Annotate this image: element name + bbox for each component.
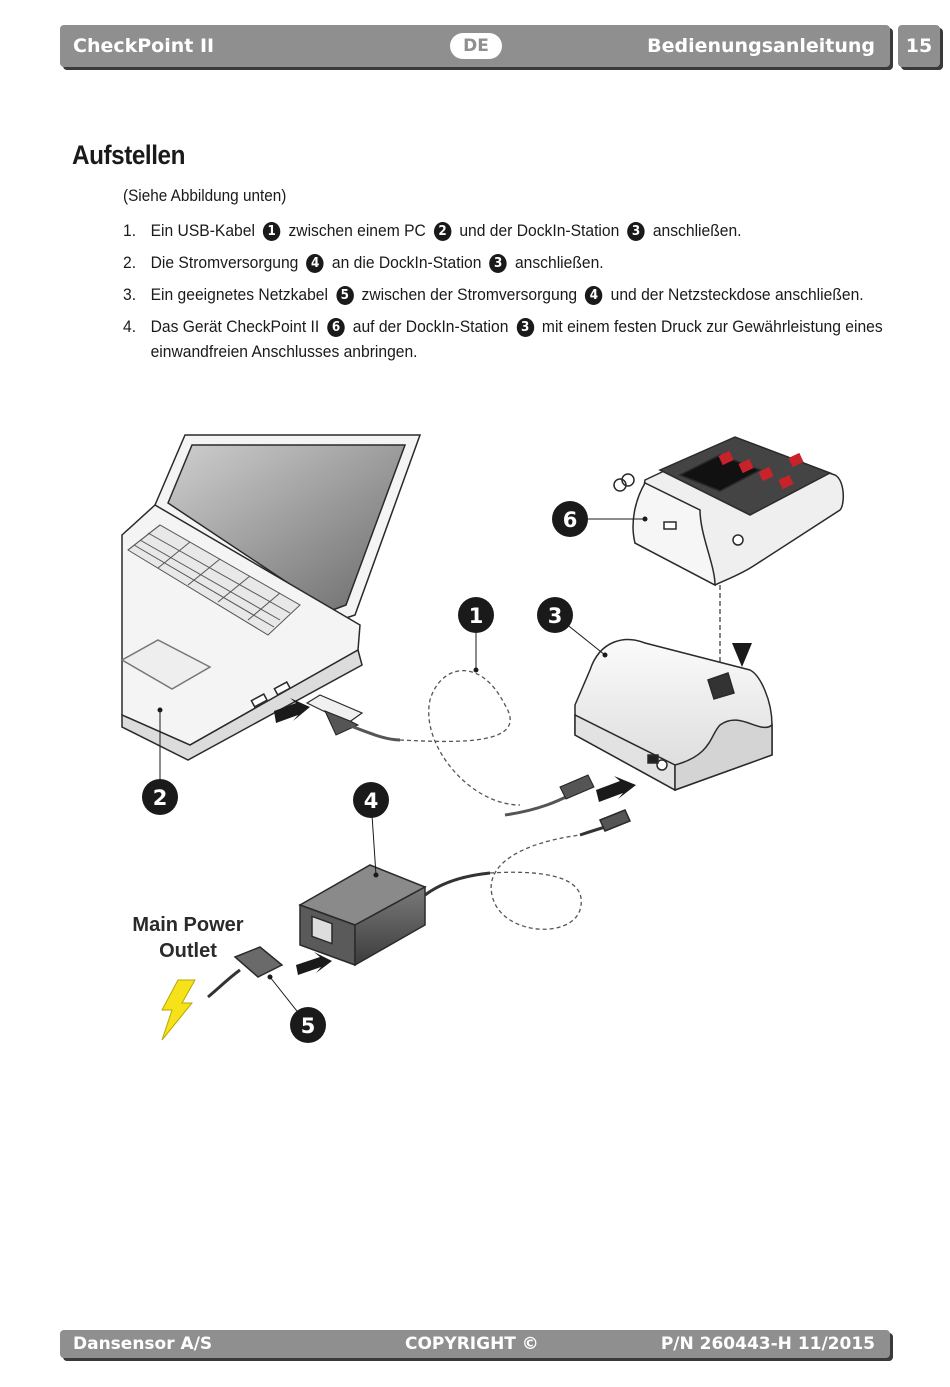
header-bar: CheckPoint II DE Bedienungsanleitung [60,25,890,67]
step-text: mit einem festen Druck zur Gewährleistun… [150,317,883,361]
part-number: P/N 260443-H 11/2015 [660,1334,875,1354]
callout-ref: 3 [627,222,645,241]
copyright-notice: COPYRIGHT © [405,1334,539,1354]
lightning-icon [161,979,196,1041]
step-item: 3. Ein geeignetes Netzkabel 5 zwischen de… [123,282,896,307]
callout-3: 3 [548,604,563,628]
step-number: 4. [123,317,137,336]
setup-diagram: Main Power Outlet 1 2 3 4 5 6 [120,434,845,1043]
power-supply [298,809,632,967]
callout-ref: 2 [433,222,452,241]
callout-6: 6 [563,508,578,532]
step-text: Das Gerät CheckPoint II [150,317,324,336]
language-badge: DE [450,33,502,59]
mains-cable [207,946,284,999]
step-number: 1. [123,221,137,240]
callout-1: 1 [469,604,484,628]
callout-ref: 4 [306,254,324,273]
callout-2: 2 [153,786,168,810]
step-text: und der DockIn-Station [454,221,624,240]
callout-ref: 5 [336,286,354,305]
callout-5: 5 [301,1014,316,1038]
outlet-label-line2: Outlet [159,940,217,962]
step-text: anschließen. [510,253,604,272]
step-text: zwischen der Stromversorgung [357,285,582,304]
intro-text: (Siehe Abbildung unten) [123,186,287,205]
insert-arrow-icon [732,643,752,667]
step-text: zwischen einem PC [284,221,431,240]
callout-ref: 4 [585,286,603,305]
step-item: 4. Das Gerät CheckPoint II 6 auf der Dock… [123,314,896,364]
callout-ref: 6 [327,318,345,337]
callout-ref: 3 [516,318,534,337]
step-text: Ein USB-Kabel [150,221,260,240]
step-text: und der Netzsteckdose anschließen. [606,285,864,304]
manual-label: Bedienungsanleitung [647,35,875,57]
company-name: Dansensor A/S [73,1334,213,1354]
step-item: 2. Die Stromversorgung 4 an die DockIn-St… [123,250,896,275]
dockin-station [574,638,773,792]
step-number: 3. [123,285,137,304]
step-text: an die DockIn-Station [327,253,486,272]
laptop-pc [120,434,422,761]
callout-ref: 1 [262,222,281,241]
product-title: CheckPoint II [73,35,215,57]
insert-arrow-icon [274,698,636,975]
page-number: 15 [898,25,940,67]
step-text: anschließen. [648,221,742,240]
step-text: Ein geeignetes Netzkabel [150,285,333,304]
usb-cable [305,669,595,817]
section-title: Aufstellen [72,140,185,170]
footer-bar: Dansensor A/S COPYRIGHT © P/N 260443-H 1… [60,1330,890,1358]
step-number: 2. [123,253,137,272]
callout-4: 4 [364,789,379,813]
step-text: auf der DockIn-Station [348,317,513,336]
outlet-label-line1: Main Power [132,914,243,936]
checkpoint-device [613,436,845,587]
step-text: Die Stromversorgung [150,253,303,272]
step-item: 1. Ein USB-Kabel 1 zwischen einem PC 2 un… [123,218,896,243]
setup-steps-list: 1. Ein USB-Kabel 1 zwischen einem PC 2 un… [123,218,943,371]
callout-ref: 3 [489,254,507,273]
